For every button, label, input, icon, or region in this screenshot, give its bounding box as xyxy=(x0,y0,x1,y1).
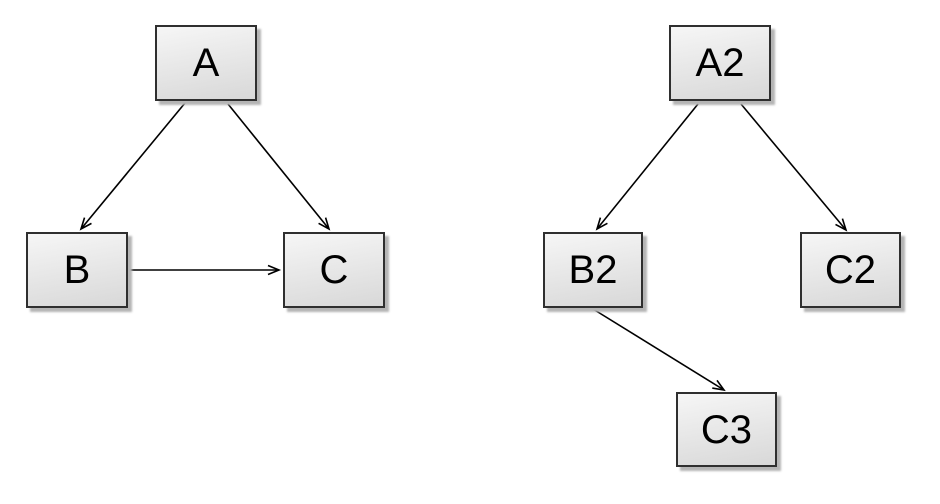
node-label-B: B xyxy=(63,248,91,292)
edge-A-C[interactable] xyxy=(227,103,331,231)
edge-B2-C3[interactable] xyxy=(592,308,726,392)
node-label-C: C xyxy=(319,248,349,292)
node-A2[interactable]: A2 xyxy=(669,25,771,101)
node-C[interactable]: C xyxy=(283,232,385,308)
edges-group xyxy=(79,102,848,392)
edge-A2-C2[interactable] xyxy=(740,103,848,232)
node-label-A2: A2 xyxy=(695,41,745,85)
edge-A-B[interactable] xyxy=(79,102,186,231)
node-label-C3: C3 xyxy=(700,407,753,452)
node-C2[interactable]: C2 xyxy=(800,232,901,308)
node-C3[interactable]: C3 xyxy=(676,392,777,467)
node-label-C2: C2 xyxy=(824,248,877,292)
node-A[interactable]: A xyxy=(155,25,257,101)
node-B2[interactable]: B2 xyxy=(543,232,643,308)
node-label-B2: B2 xyxy=(568,248,618,292)
edge-A2-B2[interactable] xyxy=(595,103,699,231)
node-B[interactable]: B xyxy=(26,232,128,308)
node-label-A: A xyxy=(192,41,220,85)
